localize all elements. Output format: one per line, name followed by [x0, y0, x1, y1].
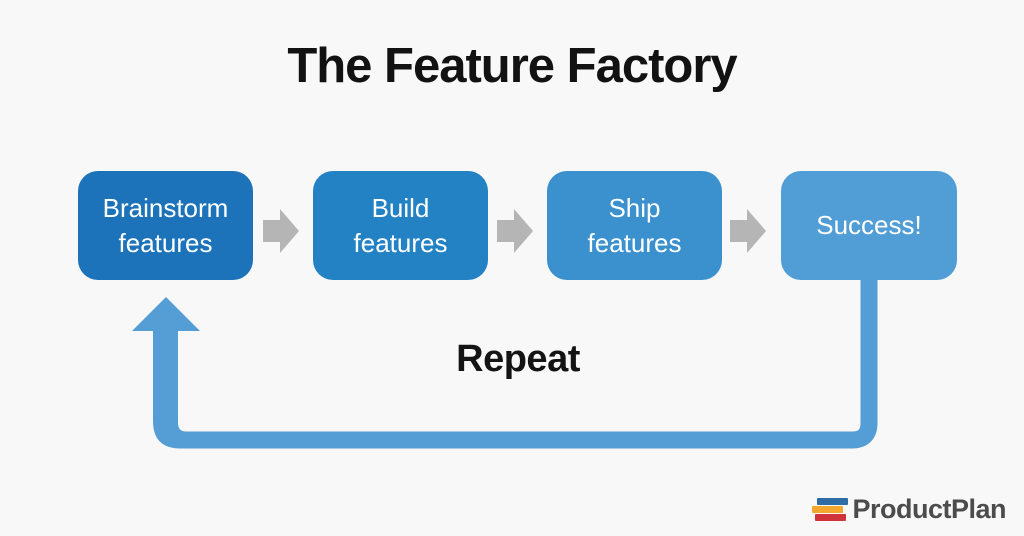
right-arrow-icon [730, 209, 766, 253]
page-title: The Feature Factory [287, 39, 737, 93]
productplan-logo-icon [812, 497, 849, 522]
flow-box-success: Success! [781, 171, 957, 280]
flow-box-label: Success! [816, 210, 922, 241]
productplan-brand: ProductPlan [812, 494, 1006, 525]
flow-box-ship-features: Ship features [547, 171, 722, 280]
brand-name: ProductPlan [852, 494, 1006, 524]
flow-box-label: Build features [353, 193, 448, 258]
right-arrow-icon [263, 209, 299, 253]
flow-box-brainstorm-features: Brainstorm features [78, 171, 253, 280]
right-arrow-icon [497, 209, 533, 253]
flow-box-build-features: Build features [313, 171, 488, 280]
flow-box-label: Brainstorm features [102, 193, 229, 258]
repeat-label: Repeat [456, 338, 580, 380]
flow-box-label: Ship features [587, 193, 682, 258]
